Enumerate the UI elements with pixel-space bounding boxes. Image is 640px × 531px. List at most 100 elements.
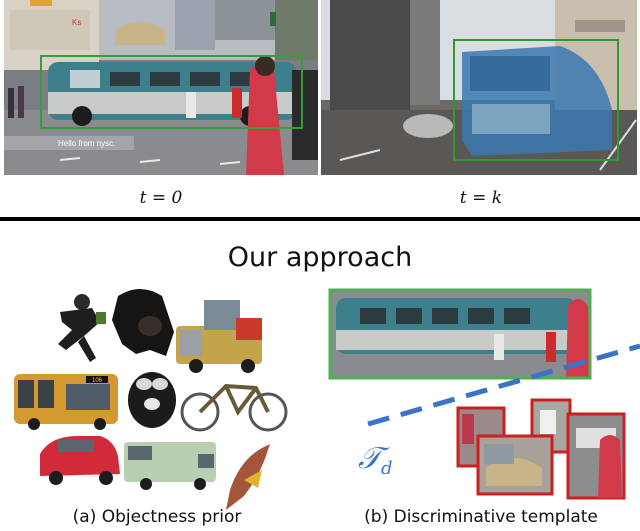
positive-sample-bus-window (360, 308, 386, 324)
template-panel: 𝒯d (328, 288, 640, 500)
objectness-collage: 106 (14, 289, 288, 510)
frame-t0-person-foreground (246, 63, 284, 175)
frame-t0-traffic-light (270, 12, 276, 26)
bus-wheel (94, 418, 106, 430)
object-bird (226, 444, 270, 510)
object-person-jumping (58, 294, 106, 362)
section-divider (0, 217, 640, 221)
negative-sample-content (462, 414, 474, 444)
dog-goggle (152, 378, 168, 390)
frame-t0-bus-window (70, 70, 100, 88)
label-t0: t = 0 (140, 188, 183, 208)
van-wheel (194, 478, 206, 490)
positive-sample-bus-window (432, 308, 458, 324)
person-shirt-detail (96, 312, 106, 324)
frame-t0-tent (115, 22, 165, 45)
frame-tk-car (403, 114, 453, 138)
truck-grille (180, 330, 202, 356)
frame-t0-building-right (215, 0, 275, 40)
frame-t0-store-sign: Ks (72, 18, 81, 27)
negative-samples (456, 398, 626, 500)
frame-tk-building-detail (575, 20, 625, 32)
bear-snout (138, 316, 162, 336)
frame-t0-bus-window (110, 72, 140, 86)
van-windshield (198, 454, 214, 468)
frame-t0-sign-yellow (30, 0, 52, 6)
frame-t0-banner-text: Hello from nysc. (58, 139, 115, 148)
person-head (74, 294, 90, 310)
frame-t0-road-mark (59, 157, 81, 161)
caption-objectness-prior: (a) Objectness prior (73, 507, 242, 527)
positive-sample-bus-lower (336, 330, 576, 350)
bird-body (226, 444, 270, 510)
positive-sample (328, 288, 592, 380)
frame-t0-pedestrian-white (186, 92, 196, 118)
positive-sample-pedestrian (494, 334, 504, 360)
frame-t0-pedestrian (8, 88, 14, 118)
negative-sample-content (540, 410, 556, 434)
frame-t0-person-head (255, 56, 275, 76)
truck-trailer (236, 318, 262, 340)
bird-wing (244, 470, 262, 488)
van-window (128, 446, 152, 460)
object-bear (112, 289, 174, 356)
bus-window (18, 380, 34, 408)
bicycle-wheel (180, 392, 220, 432)
frame-t0-pedestrian-red (232, 88, 242, 118)
bus-destination-sign (86, 376, 108, 383)
frame-t0-tracking-box (40, 55, 303, 129)
template-symbol: 𝒯d (358, 441, 393, 479)
frame-t0-road-mark (219, 161, 241, 165)
separating-hyperplane (367, 343, 640, 427)
negative-sample-tent (486, 458, 542, 486)
car-wheel (49, 471, 63, 485)
frame-tk-bus-rear (472, 104, 550, 134)
frame-t0-building-wall (10, 10, 90, 50)
van-wheel (140, 478, 152, 490)
bus-wheel (28, 418, 40, 430)
object-truck (176, 300, 262, 373)
negative-sample-person (598, 435, 622, 498)
positive-sample-box (328, 288, 592, 380)
bicycle-wheel (248, 392, 288, 432)
frame-tk-building-mid (410, 0, 440, 105)
bus-sign-text: 106 (92, 378, 103, 384)
bus-windshield (66, 384, 110, 410)
frame-tk (321, 0, 637, 175)
dog-muzzle (144, 398, 160, 410)
truck-wheel (241, 359, 255, 373)
car-window (58, 440, 94, 452)
positive-sample-person (566, 299, 590, 378)
object-dog (128, 372, 176, 428)
frame-t0-bus-window (190, 72, 220, 86)
frame-t0-tree (275, 0, 318, 60)
frame-t0-person-dark (292, 70, 318, 160)
frame-t0-bus-wheel (72, 106, 92, 126)
truck-wheel (189, 359, 203, 373)
car-wheel (99, 471, 113, 485)
truck-cab (204, 300, 240, 330)
caption-discriminative-template: (b) Discriminative template (364, 507, 598, 527)
object-bus: 106 (14, 374, 118, 430)
frame-t0-road-mark (139, 159, 161, 163)
positive-sample-pedestrian (546, 332, 556, 362)
section-title: Our approach (228, 242, 412, 273)
person-body (58, 308, 100, 350)
frame-t0-pedestrian (18, 86, 24, 118)
bus-window (38, 380, 54, 408)
positive-sample-bus-window (396, 308, 422, 324)
positive-sample-bus-window (504, 308, 530, 324)
frame-tk-road-mark (339, 149, 381, 161)
frame-t0: Ks Hello from (4, 0, 318, 175)
dog-goggle (136, 378, 152, 390)
object-van (124, 442, 216, 490)
frame-t0-bus-window (150, 72, 180, 86)
frame-t0-banner (4, 136, 134, 150)
person-leg (78, 336, 96, 362)
frame-tk-building-left (330, 0, 410, 110)
frame-t0-building-mid (175, 0, 215, 50)
label-tk: t = k (460, 188, 502, 208)
object-bicycle (180, 383, 288, 432)
frame-tk-bus-window (470, 56, 550, 91)
